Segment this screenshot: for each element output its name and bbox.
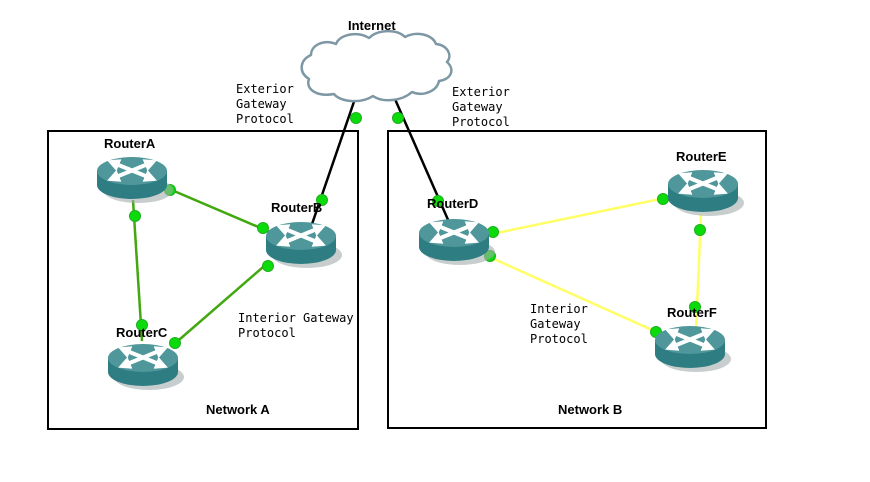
igp-a-label: Interior Gateway Protocol — [238, 311, 354, 340]
igp-link-routerb-routerc — [171, 260, 271, 347]
router-d-label: RouterD — [427, 196, 479, 211]
router-a-label: RouterA — [104, 136, 156, 151]
router-node-routerf — [655, 326, 731, 372]
connection-dots — [129, 112, 706, 349]
router-b-label: RouterB — [271, 200, 323, 215]
connection-dot — [350, 112, 362, 124]
connection-dot — [129, 210, 141, 222]
egp-right-label: Exterior Gateway Protocol — [452, 85, 510, 129]
router-node-routerc — [108, 344, 184, 390]
egp-left-label: Exterior Gateway Protocol — [236, 82, 294, 126]
connection-dot — [432, 195, 444, 207]
router-node-routere — [668, 170, 744, 216]
network-a-box — [47, 130, 359, 430]
igp-b-label: Interior Gateway Protocol — [530, 302, 588, 346]
network-b-box — [387, 130, 767, 429]
internet-label: Internet — [348, 18, 396, 33]
connection-dot — [316, 194, 328, 206]
router-node-routerd — [419, 219, 495, 265]
connection-dot — [257, 222, 269, 234]
router-node-routerb — [266, 222, 342, 268]
internet-cloud — [300, 29, 453, 103]
connection-dot — [487, 226, 499, 238]
router-c-label: RouterC — [116, 325, 168, 340]
connection-dot — [392, 112, 404, 124]
igp-link-routerd-routere — [486, 195, 671, 237]
router-f-label: RouterF — [667, 305, 717, 320]
igp-link-routera-routerb — [166, 186, 271, 234]
network-b-label: Network B — [558, 402, 623, 417]
network-a-label: Network A — [206, 402, 270, 417]
connection-dot — [136, 319, 148, 331]
connection-dot — [262, 260, 274, 272]
igp-links-network-a — [131, 186, 271, 347]
connection-dot — [657, 193, 669, 205]
router-node-routera — [97, 157, 173, 203]
igp-link-routera-routerc — [131, 199, 144, 342]
router-e-label: RouterE — [676, 149, 727, 164]
connection-dot — [169, 337, 181, 349]
connection-dot — [694, 224, 706, 236]
igp-link-routerd-routerf — [484, 253, 662, 336]
connection-dot — [689, 301, 701, 313]
